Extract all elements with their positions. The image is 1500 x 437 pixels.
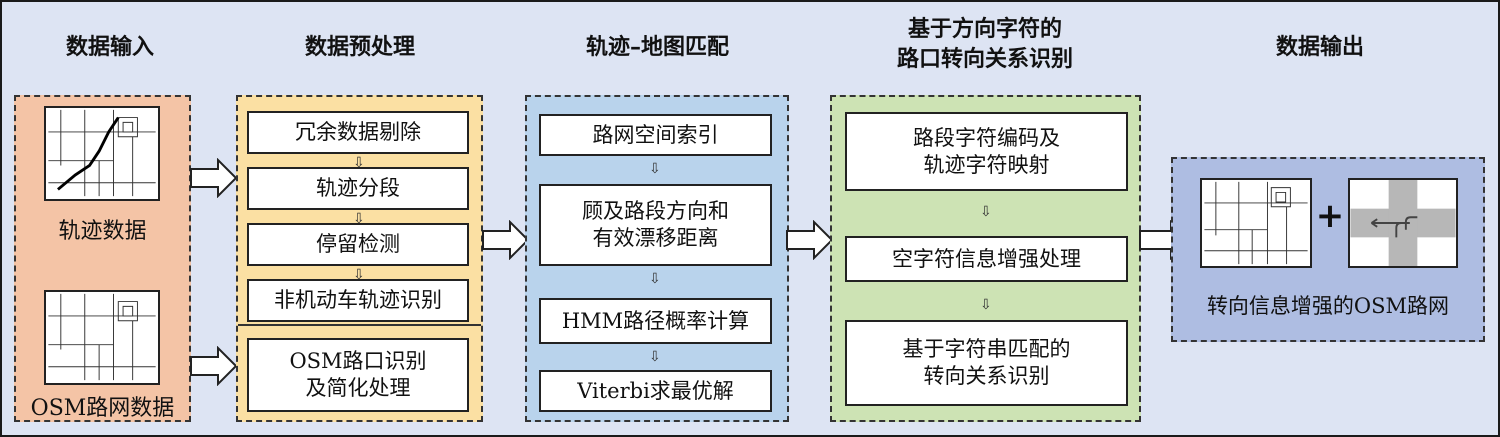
step-empty-char-enhance: 空字符信息增强处理 bbox=[845, 236, 1128, 282]
step-trajectory-segment: 轨迹分段 bbox=[247, 167, 469, 210]
stage-title-output: 数据输出 bbox=[1275, 34, 1364, 60]
step-osm-junction-simplify: OSM路口识别 及简化处理 bbox=[247, 338, 469, 412]
osm-junction-line1: OSM路口识别 bbox=[289, 349, 427, 373]
preprocess-divider bbox=[238, 324, 481, 326]
char-encoding-line2: 轨迹字符映射 bbox=[923, 152, 1050, 177]
down-arrow-icon: ⇩ bbox=[353, 211, 365, 227]
arrow-input-to-preprocess-bottom bbox=[190, 346, 238, 386]
arrow-matching-to-turn bbox=[786, 220, 834, 260]
stage-title-turn-line2: 路口转向关系识别 bbox=[896, 46, 1073, 72]
down-arrow-icon: ⇩ bbox=[980, 204, 992, 220]
arrow-input-to-preprocess-top bbox=[190, 158, 238, 198]
plus-icon: + bbox=[1315, 196, 1345, 236]
direction-drift-line1: 顾及路段方向和 bbox=[582, 199, 729, 223]
stage-title-matching: 轨迹–地图匹配 bbox=[585, 34, 729, 60]
step-hmm-probability: HMM路径概率计算 bbox=[539, 298, 772, 344]
direction-drift-line2: 有效漂移距离 bbox=[592, 226, 719, 250]
arrow-preprocess-to-matching bbox=[482, 220, 530, 260]
step-stay-detection: 停留检测 bbox=[247, 223, 469, 266]
trajectory-map-thumbnail bbox=[44, 106, 160, 201]
string-match-line1: 基于字符串匹配的 bbox=[902, 337, 1071, 361]
osm-output-map-thumbnail bbox=[1200, 178, 1312, 268]
down-arrow-icon: ⇩ bbox=[649, 349, 661, 365]
down-arrow-icon: ⇩ bbox=[980, 297, 992, 313]
trajectory-data-label: 轨迹数据 bbox=[58, 219, 147, 244]
char-encoding-line1: 路段字符编码及 bbox=[913, 125, 1060, 150]
down-arrow-icon: ⇩ bbox=[353, 267, 365, 283]
down-arrow-icon: ⇩ bbox=[353, 155, 365, 171]
stage-title-input: 数据输入 bbox=[65, 34, 154, 60]
string-match-line2: 转向关系识别 bbox=[923, 364, 1050, 388]
stage-title-turn-line1: 基于方向字符的 bbox=[907, 16, 1062, 42]
stage-title-preprocess: 数据预处理 bbox=[304, 34, 415, 60]
osm-junction-line2: 及简化处理 bbox=[305, 376, 411, 400]
turn-intersection-icon bbox=[1348, 178, 1458, 268]
step-direction-drift: 顾及路段方向和 有效漂移距离 bbox=[539, 184, 772, 266]
step-remove-redundant: 冗余数据剔除 bbox=[247, 111, 469, 154]
down-arrow-icon: ⇩ bbox=[649, 161, 661, 177]
step-string-match-turn: 基于字符串匹配的 转向关系识别 bbox=[845, 320, 1128, 406]
down-arrow-icon: ⇩ bbox=[649, 271, 661, 287]
output-label: 转向信息增强的OSM路网 bbox=[1206, 294, 1450, 318]
osm-map-thumbnail bbox=[44, 290, 160, 385]
step-char-encoding: 路段字符编码及 轨迹字符映射 bbox=[845, 112, 1128, 191]
step-spatial-index: 路网空间索引 bbox=[539, 114, 772, 156]
osm-data-label: OSM路网数据 bbox=[30, 396, 175, 421]
step-non-motor-identify: 非机动车轨迹识别 bbox=[247, 279, 469, 322]
step-viterbi: Viterbi求最优解 bbox=[539, 370, 772, 412]
